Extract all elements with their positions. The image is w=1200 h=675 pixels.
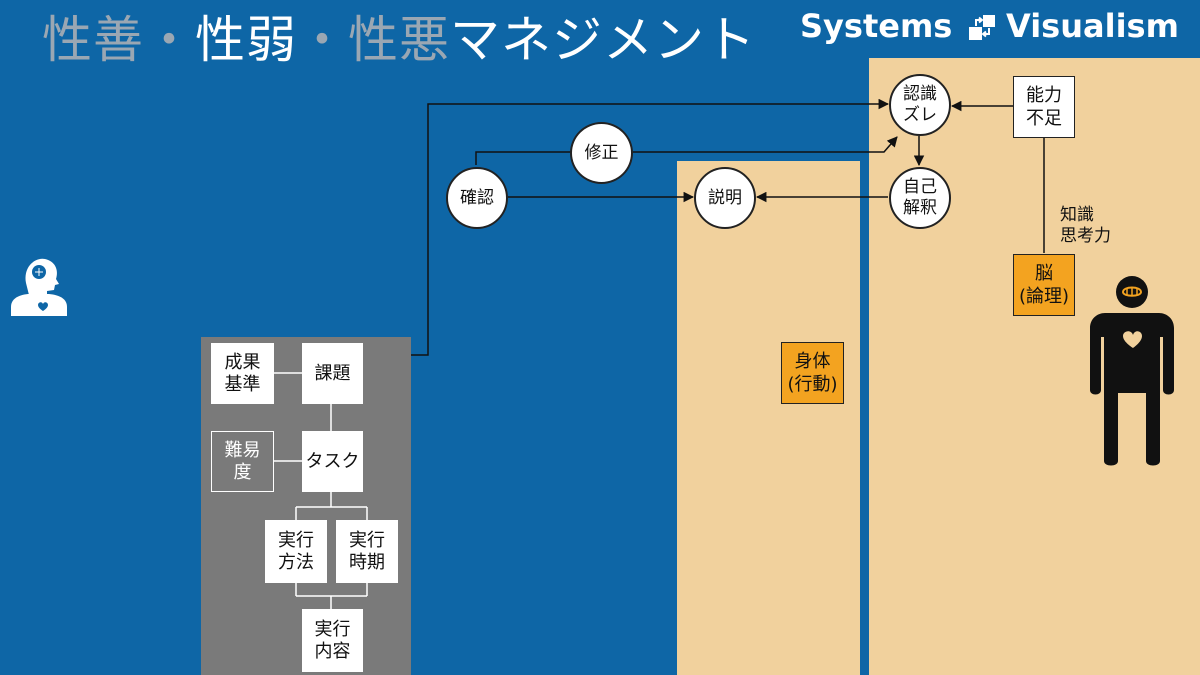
logo-word-systems: Systems [800,7,953,45]
line-task-branch [295,492,368,520]
jiko-kaishaku-node: 自己 解釈 [889,167,951,229]
kakunin-node: 確認 [446,167,508,229]
line-branch-naiyo [295,583,368,609]
shusei-node: 修正 [570,122,633,184]
jikko-hoho-box: 実行 方法 [265,520,327,583]
logo-word-visualism: Visualism [1006,7,1179,45]
arrow-kadai-ninshiki [411,98,890,356]
line-kakunin-shusei [475,151,571,165]
jikko-jiki-box: 実行 時期 [336,520,398,583]
title-separator-1: ・ [144,11,195,69]
title-part-seizen: 性善 [42,11,144,69]
brand-logo: Systems Visualism [800,6,1192,46]
body-panel [677,161,860,675]
jikko-naiyo-box: 実行 内容 [302,609,363,672]
manager-head-heart-icon [11,258,67,316]
task-box: タスク [302,431,363,492]
title-part-seijaku: 性弱 [195,11,297,69]
body-action-box: 身体 (行動) [781,342,844,404]
title-separator-2: ・ [297,11,348,69]
seika-kijun-box: 成果 基準 [211,343,274,404]
kadai-box: 課題 [302,343,363,404]
title-part-seiaku: 性悪 [348,11,450,69]
nanido-box: 難易 度 [211,431,274,492]
person-brain-heart-icon [1090,276,1174,466]
page-title: 性善・性弱・性悪マネジメント [42,8,756,72]
brain-logic-box: 脳 (論理) [1013,254,1075,316]
title-part-management: マネジメント [450,11,756,69]
setsumei-node: 説明 [694,167,756,229]
systems-visualism-logo-icon [969,15,995,40]
chishiki-shikoryoku-label: 知識 思考力 [1060,205,1111,246]
ninshiki-zure-node: 認識 ズレ [889,74,951,136]
arrow-shusei-ninshiki [633,136,898,153]
noryoku-busoku-box: 能力 不足 [1013,76,1075,138]
